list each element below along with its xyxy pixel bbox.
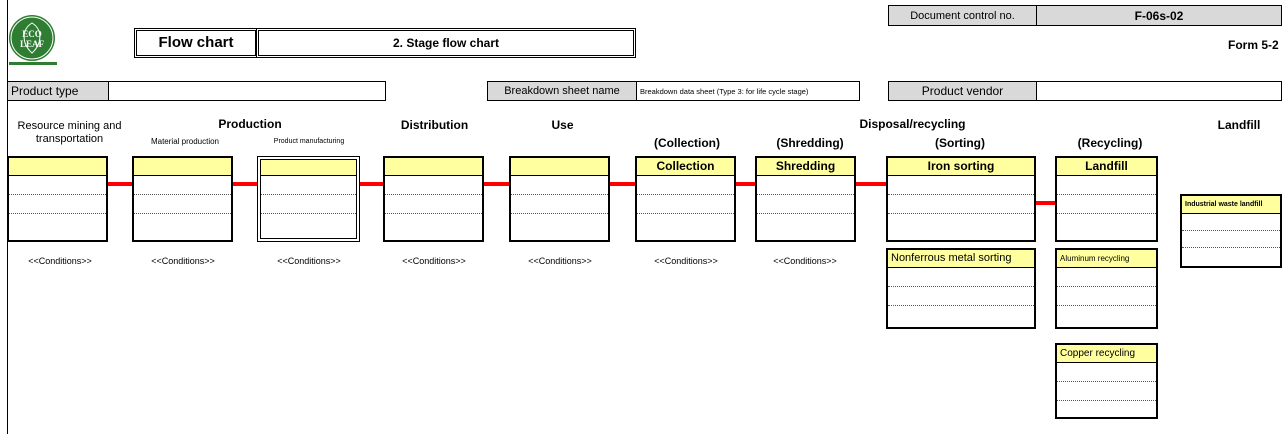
doc-control-value: F-06s-02 — [1134, 9, 1184, 23]
connector — [108, 182, 132, 186]
stage-landfill: Landfill — [1217, 118, 1261, 132]
stage-manufacturing: Product manufacturing — [273, 138, 345, 145]
vendor-input[interactable] — [1036, 81, 1282, 101]
stage-production: Production — [218, 117, 282, 131]
conditions-use: <<Conditions>> — [528, 256, 592, 266]
connector — [736, 182, 755, 186]
box-use[interactable] — [509, 156, 610, 242]
stage-resource: Resource mining and transportation — [17, 120, 122, 145]
eco-leaf-logo: ECO LEAF — [9, 15, 55, 61]
box-copper[interactable]: Copper recycling — [1055, 343, 1158, 419]
logo-text-leaf: LEAF — [19, 39, 44, 49]
stage-sorting: (Sorting) — [935, 136, 985, 150]
box-nonferrous-label: Nonferrous metal sorting — [888, 250, 1034, 268]
box-manufacturing[interactable] — [257, 156, 360, 242]
stage-distribution: Distribution — [400, 118, 469, 132]
product-type-label-box: Product type — [7, 81, 109, 101]
flow-chart-label-box: Flow chart — [134, 28, 258, 58]
connector — [1036, 201, 1055, 205]
conditions-material: <<Conditions>> — [151, 256, 215, 266]
vendor-label: Product vendor — [921, 84, 1004, 98]
breakdown-label: Breakdown sheet name — [504, 85, 620, 97]
breakdown-label-box: Breakdown sheet name — [487, 81, 637, 101]
stage-material: Material production — [150, 137, 220, 146]
logo-text-eco: ECO — [22, 29, 42, 39]
stage-collection: (Collection) — [654, 136, 720, 150]
flow-chart-title-box: 2. Stage flow chart — [256, 28, 636, 58]
box-industrial-landfill[interactable]: Industrial waste landfill — [1180, 194, 1282, 268]
flow-chart-label: Flow chart — [158, 34, 234, 51]
box-landfill[interactable]: Landfill — [1055, 156, 1158, 242]
conditions-manufacturing: <<Conditions>> — [277, 256, 341, 266]
box-aluminum-label: Aluminum recycling — [1057, 250, 1156, 268]
breakdown-value-box[interactable]: Breakdown data sheet (Type 3: for life c… — [636, 81, 860, 101]
box-landfill-label: Landfill — [1057, 158, 1156, 176]
box-shredding[interactable]: Shredding — [755, 156, 856, 242]
vendor-label-box: Product vendor — [888, 81, 1037, 101]
box-aluminum[interactable]: Aluminum recycling — [1055, 248, 1158, 329]
logo-underline — [9, 62, 57, 65]
connector — [484, 182, 509, 186]
box-nonferrous[interactable]: Nonferrous metal sorting — [886, 248, 1036, 329]
connector — [360, 182, 383, 186]
box-copper-label: Copper recycling — [1057, 345, 1156, 363]
connector — [856, 182, 886, 186]
stage-recycling: (Recycling) — [1077, 136, 1143, 150]
connector — [610, 182, 635, 186]
stage-use: Use — [551, 118, 574, 132]
product-type-input[interactable] — [108, 81, 386, 101]
box-resource[interactable] — [7, 156, 108, 242]
connector — [233, 182, 257, 186]
product-type-label: Product type — [11, 84, 79, 98]
breakdown-value: Breakdown data sheet (Type 3: for life c… — [640, 87, 809, 96]
box-material[interactable] — [132, 156, 233, 242]
box-industrial-landfill-label: Industrial waste landfill — [1182, 196, 1280, 214]
box-collection-label: Collection — [637, 158, 734, 176]
conditions-resource: <<Conditions>> — [28, 256, 92, 266]
stage-disposal: Disposal/recycling — [859, 117, 966, 131]
doc-control-label: Document control no. — [910, 10, 1015, 22]
box-collection[interactable]: Collection — [635, 156, 736, 242]
box-iron-sorting[interactable]: Iron sorting — [886, 156, 1036, 242]
conditions-distribution: <<Conditions>> — [402, 256, 466, 266]
flow-chart-title: 2. Stage flow chart — [392, 36, 500, 50]
box-shredding-label: Shredding — [757, 158, 854, 176]
form-number: Form 5-2 — [1228, 38, 1279, 52]
box-distribution[interactable] — [383, 156, 484, 242]
conditions-shredding: <<Conditions>> — [773, 256, 837, 266]
doc-control-value-box: F-06s-02 — [1036, 5, 1282, 26]
stage-shredding: (Shredding) — [776, 136, 844, 150]
doc-control-label-box: Document control no. — [888, 5, 1037, 26]
box-iron-sorting-label: Iron sorting — [888, 158, 1034, 176]
conditions-collection: <<Conditions>> — [654, 256, 718, 266]
